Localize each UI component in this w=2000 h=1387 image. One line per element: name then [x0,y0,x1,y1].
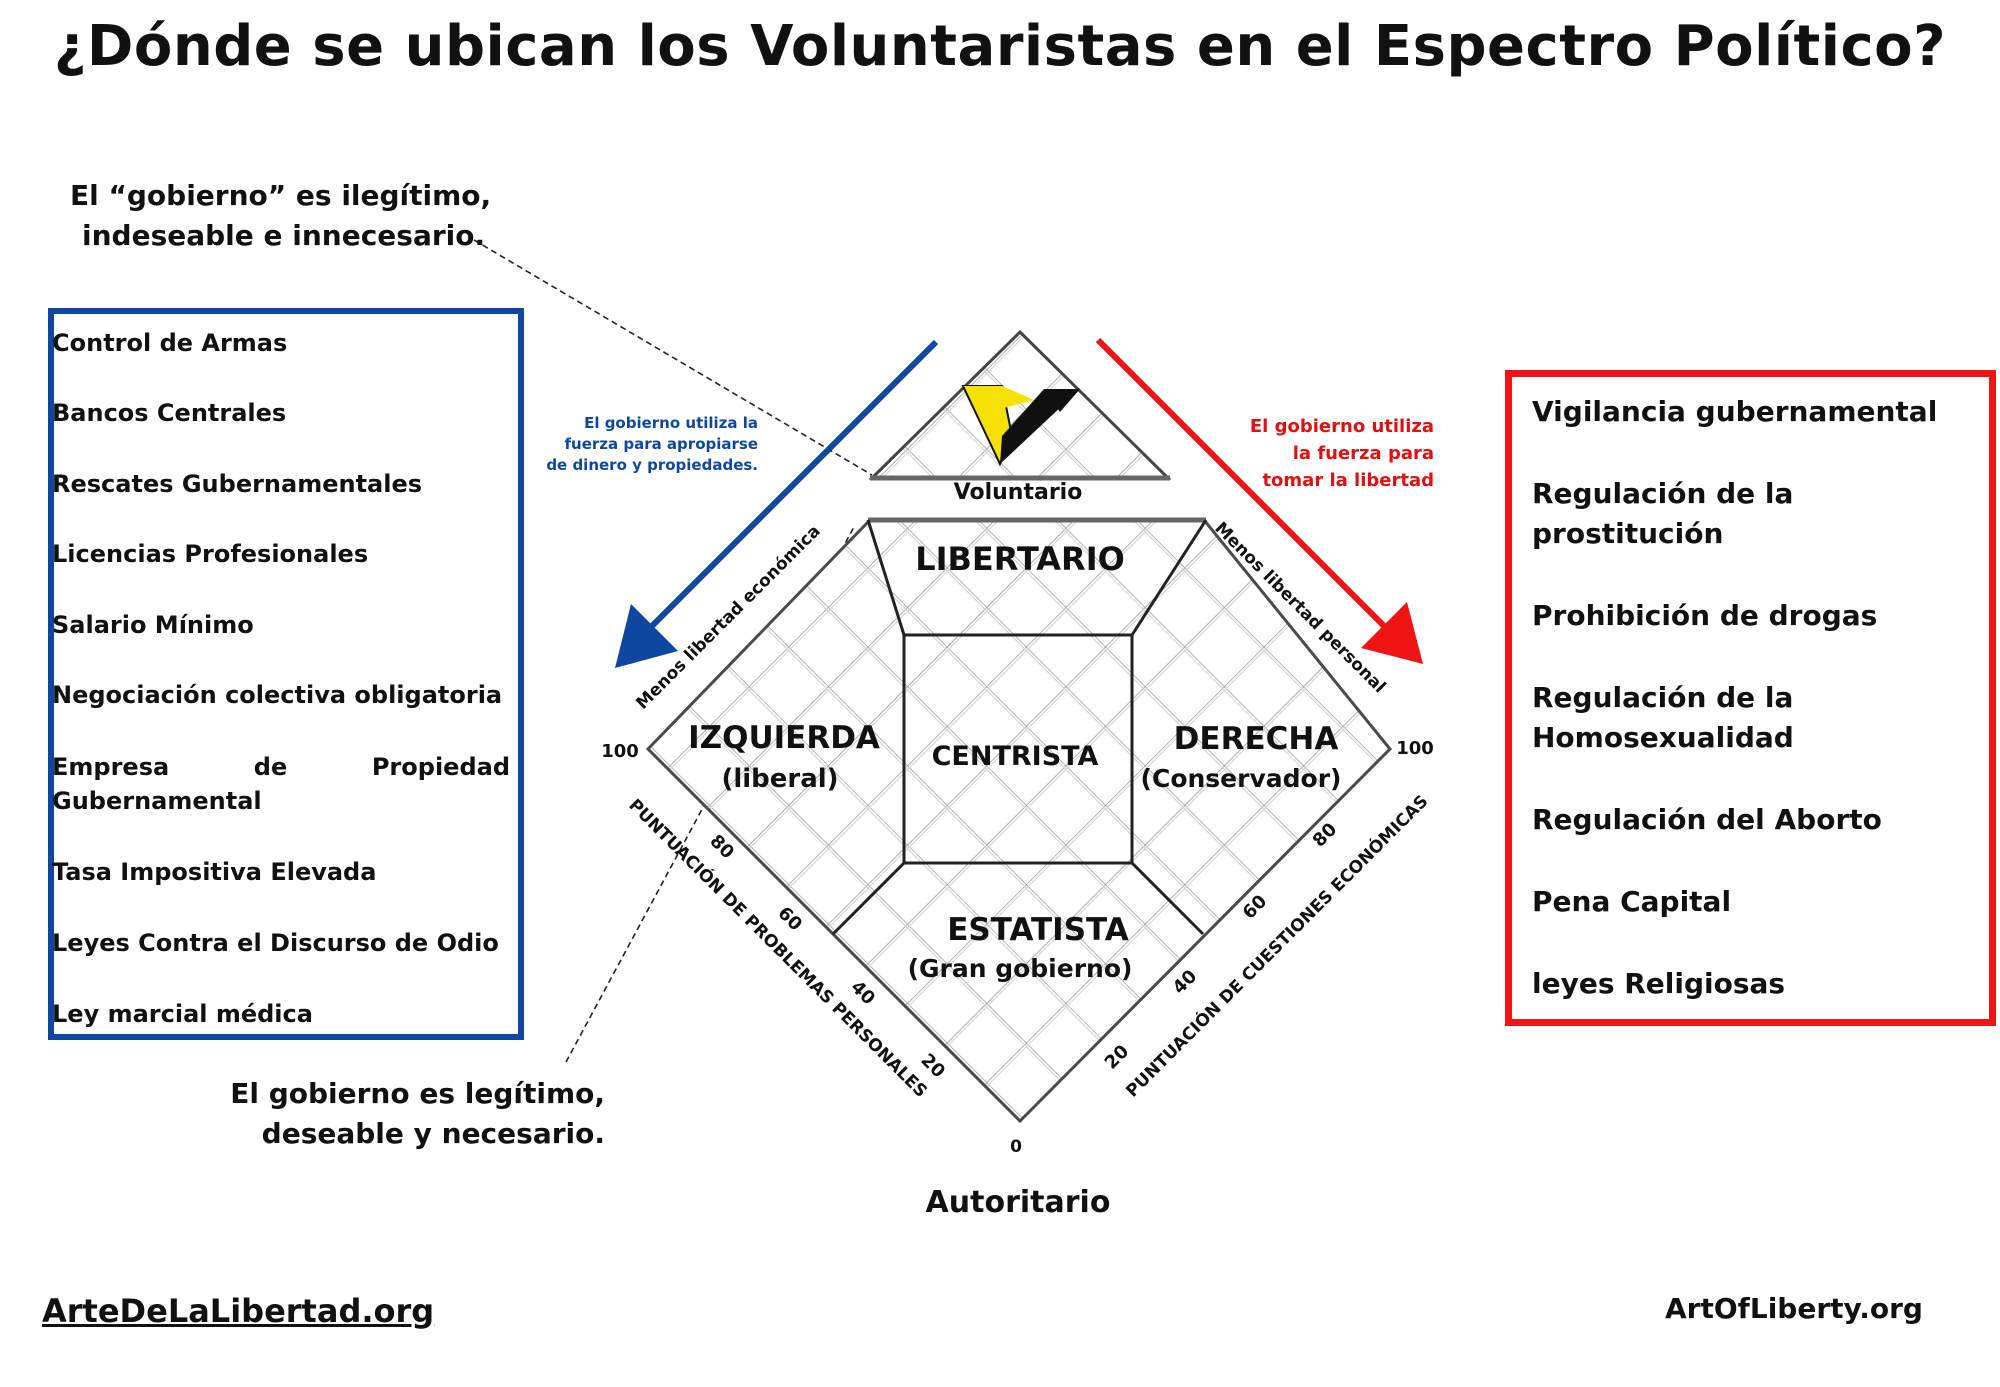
page-title: ¿Dónde se ubican los Voluntaristas en el… [53,14,1947,79]
region-estatista-sub: (Gran gobierno) [908,954,1133,983]
region-derecha: DERECHA [1174,721,1339,757]
red-arrow [1095,337,1423,664]
caption-line: de dinero y propiedades. [546,456,758,474]
note-line: indeseable e innecesario. [82,219,486,252]
list-item: Pena Capital [1532,885,1732,918]
region-izquierda-sub: (liberal) [721,764,838,794]
footer-link-english[interactable]: ArtOfLiberty.org [1665,1292,1923,1325]
blue-arrow-caption: El gobierno utiliza la fuerza para aprop… [546,414,758,474]
list-item: Bancos Centrales [52,399,287,427]
voluntaryist-logo-icon [961,385,1080,467]
centrist-square [902,633,1134,865]
list-item: Regulación del Aborto [1532,803,1882,836]
note-line: deseable y necesario. [261,1117,605,1150]
list-item: Rescates Gubernamentales [52,470,423,498]
tick-label: 40 [1169,966,1202,999]
list-item: Regulación de la Homosexualidad [1532,681,1794,754]
voluntary-label: Voluntario [954,480,1083,505]
leader-line [473,239,873,476]
tick-label: 20 [1101,1041,1134,1074]
list-item: Negociación colectiva obligatoria [52,681,503,709]
list-item: Regulación de la prostitución [1532,477,1794,550]
voluntary-triangle [868,329,1172,480]
personal-restrictions-box [1505,370,1996,1026]
caption-line: El gobierno utiliza [1250,416,1434,437]
caption-line: fuerza para apropiarse [564,435,758,453]
tick-label: 40 [846,977,879,1010]
spectrum-diamond [645,518,1393,1124]
caption-line: tomar la libertad [1262,470,1434,491]
region-dividers [831,519,1208,936]
note-line: El gobierno es legítimo, [230,1077,605,1110]
caption-line: la fuerza para [1293,443,1434,464]
list-item: Prohibición de drogas [1532,599,1878,632]
footer-link-spanish[interactable]: ArteDeLaLibertad.org [42,1292,435,1330]
economic-restrictions-box [48,308,524,1040]
region-libertario: LIBERTARIO [915,540,1125,578]
list-item: Leyes Contra el Discurso de Odio [52,929,499,957]
illegitimate-government-note: El “gobierno” es ilegítimo, indeseable e… [70,176,491,256]
list-item: Licencias Profesionales [52,540,369,568]
region-izquierda: IZQUIERDA [688,720,880,756]
list-item: leyes Religiosas [1532,967,1786,1000]
note-line: El “gobierno” es ilegítimo, [70,179,492,212]
list-item: Tasa Impositiva Elevada [52,858,377,886]
list-item: Control de Armas [52,329,288,357]
authoritarian-label: Autoritario [926,1185,1111,1220]
blue-arrow [615,339,939,668]
list-item: Ley marcial médica [52,1000,313,1028]
region-estatista: ESTATISTA [947,912,1129,948]
list-item: Vigilancia gubernamental [1532,395,1938,428]
list-item: Empresa de Propiedad Gubernamental [52,753,510,815]
list-item: Salario Mínimo [52,611,254,639]
tick-label: 60 [773,903,806,936]
caption-line: El gobierno utiliza la [584,414,758,432]
tick-label: 100 [1396,738,1434,759]
region-centrista: CENTRISTA [932,741,1099,772]
tick-label: 100 [601,741,639,762]
red-arrow-caption: El gobierno utiliza la fuerza para tomar… [1250,416,1434,491]
legitimate-government-note: El gobierno es legítimo, deseable y nece… [180,1074,605,1154]
tick-label: 0 [1010,1137,1022,1157]
region-derecha-sub: (Conservador) [1141,764,1342,793]
